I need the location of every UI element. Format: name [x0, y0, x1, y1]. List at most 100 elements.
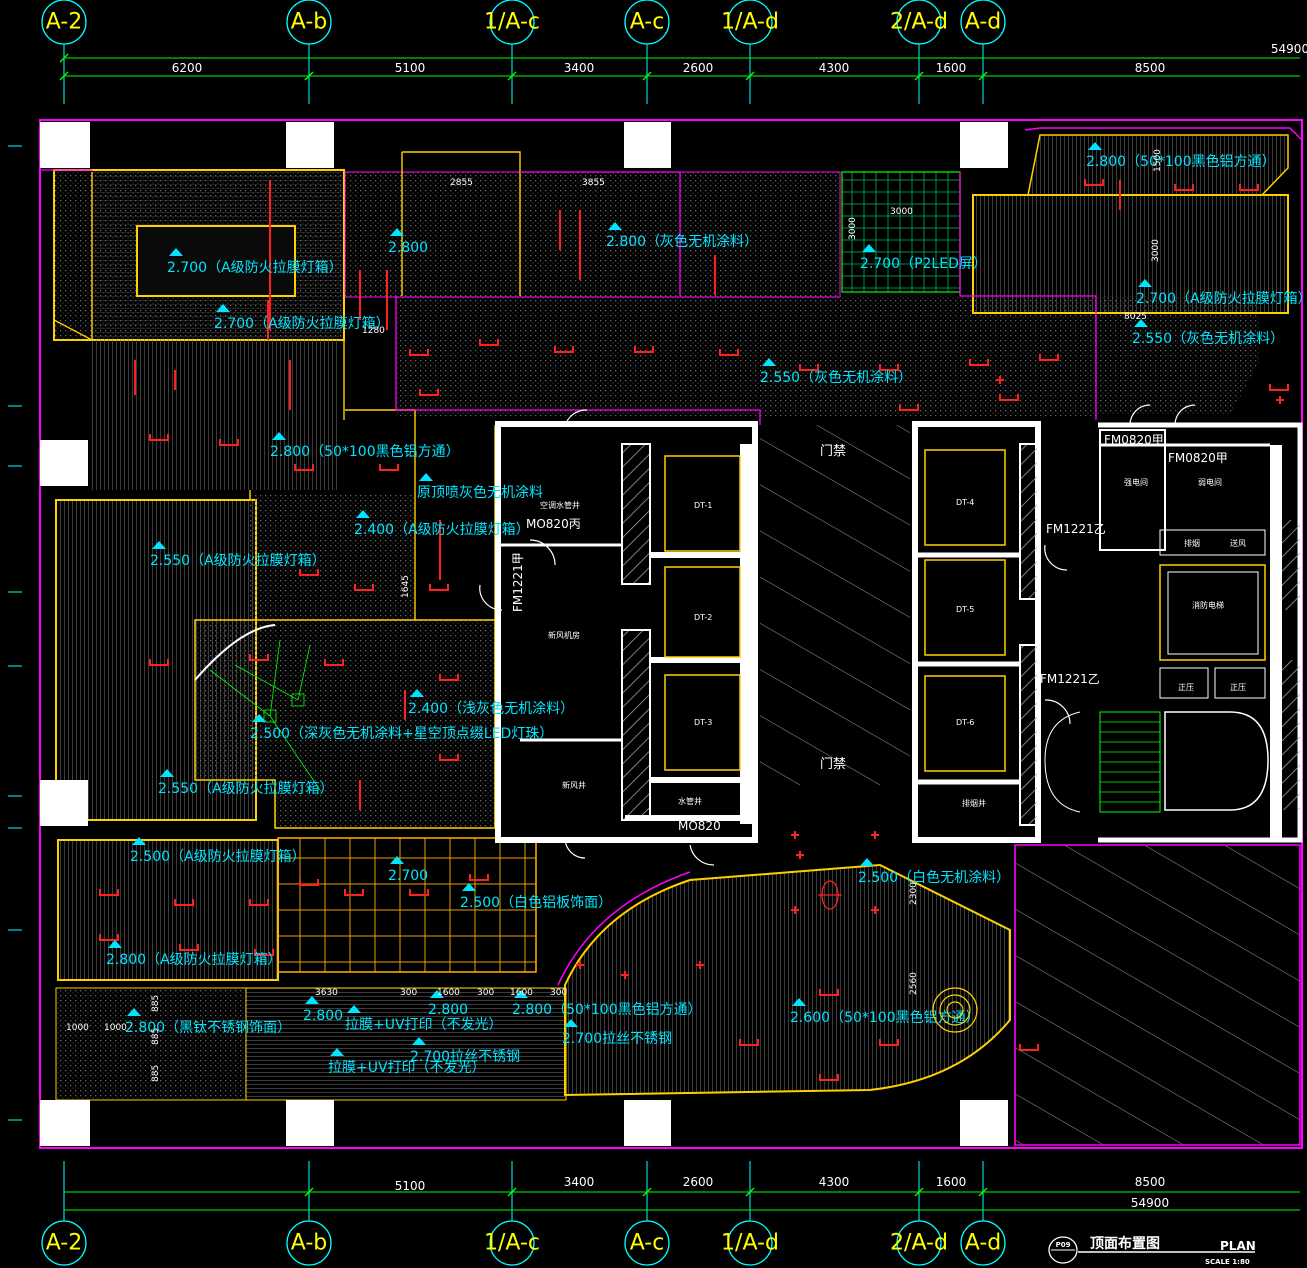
- downlight-fixture-icon: [439, 674, 459, 681]
- door-label: FM1221乙: [1040, 672, 1100, 686]
- spotlight-icon: [871, 906, 879, 914]
- zone-curved-lobby: [564, 863, 1011, 1097]
- dim-top-segment: 8500: [1135, 61, 1166, 75]
- downlight-fixture-icon: [409, 889, 429, 896]
- grid-label: A-2: [46, 10, 83, 35]
- downlight-fixture-icon: [219, 439, 239, 446]
- dim-interior: 1500: [1153, 149, 1163, 172]
- downlight-fixture-icon: [379, 464, 399, 471]
- room-label: 空调水管井: [540, 500, 580, 510]
- downlight-fixture-icon: [969, 359, 989, 366]
- ceiling-label: 2.700拉丝不锈钢: [562, 1031, 672, 1047]
- title-scale: SCALE 1:80: [1205, 1258, 1250, 1266]
- dim-bottom-segment: 4300: [819, 1175, 850, 1189]
- grid-bubble-2ad-bottom: 2/A-d: [890, 1220, 948, 1266]
- downlight-fixture-icon: [799, 364, 819, 371]
- downlight-fixture-icon: [174, 899, 194, 906]
- room-label: 新风机房: [548, 630, 580, 640]
- elevation-marker-icon: [216, 304, 230, 312]
- downlight-fixture-icon: [249, 654, 269, 661]
- elevator-label: DT-2: [694, 613, 712, 622]
- dim-interior: 1280: [362, 326, 385, 336]
- room-label: 强电间: [1124, 477, 1148, 487]
- core-left: [495, 421, 758, 843]
- elevator-label: DT-6: [956, 718, 974, 727]
- room-label: 弱电间: [1198, 477, 1222, 487]
- downlight-fixture-icon: [299, 569, 319, 576]
- room-label: 消防电梯: [1192, 600, 1224, 610]
- ceiling-label: 2.800: [388, 240, 428, 256]
- ceiling-label: 2.550（灰色无机涂料）: [1132, 330, 1284, 347]
- spotlight-icon: [796, 851, 804, 859]
- downlight-fixture-icon: [149, 434, 169, 441]
- room-label: 排烟井: [962, 798, 986, 808]
- elevation-marker-icon: [462, 883, 476, 891]
- dim-interior: 2560: [909, 972, 919, 995]
- grid-label: A-b: [291, 10, 327, 35]
- downlight-fixture-icon: [249, 899, 269, 906]
- core-east: [1044, 422, 1303, 843]
- ceiling-label: 2.500（深灰色无机涂料+星空顶点缀LED灯珠）: [250, 725, 553, 742]
- grid-bubble-2ad-top: 2/A-d: [890, 0, 948, 45]
- dim-top-segment: 4300: [819, 61, 850, 75]
- dim-top-segment: 2600: [683, 61, 714, 75]
- room-label: 正压: [1178, 683, 1194, 692]
- dim-top-total: 54900: [1271, 42, 1307, 56]
- elevation-marker-icon: [169, 248, 183, 256]
- room-label: 门禁: [820, 444, 846, 459]
- grid-bubble-1ac-top: 1/A-c: [484, 0, 540, 45]
- dim-interior: 3000: [848, 217, 858, 240]
- interior-dimensions: 2855 3855 3000 3000 3000 1280 1645 3630 …: [66, 149, 1163, 1082]
- dim-interior: 885: [151, 1028, 161, 1045]
- elevation-marker-icon: [514, 990, 528, 998]
- downlight-fixture-icon: [899, 404, 919, 411]
- dim-interior: 2300: [909, 882, 919, 905]
- ceiling-label: 原顶喷灰色无机涂料: [417, 484, 543, 501]
- elevation-marker-icon: [305, 996, 319, 1004]
- downlight-fixture-icon: [1239, 184, 1259, 191]
- spiral-feature: [932, 987, 978, 1033]
- light-fixtures: [99, 179, 1289, 1081]
- grid-bubble-ad-top: A-d: [960, 0, 1006, 45]
- downlight-fixture-icon: [324, 659, 344, 666]
- room-label: 送风: [1230, 538, 1246, 548]
- dim-bottom-segment: 8500: [1135, 1175, 1166, 1189]
- dim-top-segment: 5100: [395, 61, 426, 75]
- dim-interior: 1600: [510, 988, 533, 998]
- grid-bubble-1ad-top: 1/A-d: [721, 0, 779, 45]
- elevation-marker-icon: [1088, 142, 1102, 150]
- room-label: 水管井: [678, 796, 702, 806]
- elevation-marker-icon: [1138, 279, 1152, 287]
- title-sheet-no: P09: [1056, 1241, 1071, 1249]
- linear-lights: [134, 180, 1121, 810]
- ceiling-label: 2.600（50*100黑色铝方通）: [790, 1009, 980, 1026]
- door-label: MO820丙: [526, 517, 581, 531]
- ceiling-label: 拉膜+UV打印（不发光）: [328, 1059, 486, 1076]
- dim-interior: 3630: [315, 988, 338, 998]
- star-ceiling-lines: [209, 639, 321, 791]
- elevation-marker-icon: [412, 1037, 426, 1045]
- door-swings: [479, 404, 1196, 866]
- spotlight-icon: [871, 831, 879, 839]
- dim-interior: 300: [477, 988, 494, 998]
- downlight-fixture-icon: [254, 949, 274, 956]
- elevation-marker-icon: [1134, 319, 1148, 327]
- elevation-marker-icon: [330, 1048, 344, 1056]
- dim-bottom-segment: 3400: [564, 1175, 595, 1189]
- ceiling-label: 2.700（A级防火拉膜灯箱）: [167, 260, 343, 276]
- elevator-label: DT-4: [956, 498, 974, 507]
- dim-interior: 300: [400, 988, 417, 998]
- grid-label: 1/A-d: [721, 1231, 779, 1256]
- room-label: 排烟: [1184, 538, 1200, 548]
- ceiling-height-labels: 2.800（50*100黑色铝方通） 2.800 2.800（灰色无机涂料） 2…: [106, 142, 1307, 1076]
- door-label: FM0820甲: [1104, 433, 1164, 447]
- ceiling-label: 2.550（A级防火拉膜灯箱）: [158, 781, 334, 797]
- magenta-walls: [40, 169, 1097, 1145]
- door-label: FM1221甲: [511, 552, 525, 612]
- downlight-fixture-icon: [99, 934, 119, 941]
- grid-label: A-b: [291, 1231, 327, 1256]
- grid-label: 2/A-d: [890, 10, 948, 35]
- grid-bubble-ab-top: A-b: [286, 0, 332, 45]
- downlight-fixture-icon: [554, 346, 574, 353]
- elevation-marker-icon: [419, 473, 433, 481]
